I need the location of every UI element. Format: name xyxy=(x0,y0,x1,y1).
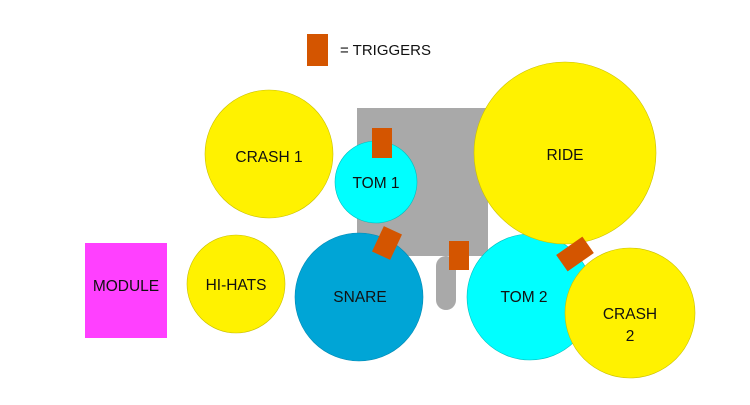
tom1-label: TOM 1 xyxy=(352,175,399,192)
drum-module: MODULE xyxy=(85,243,167,338)
hihats-label: HI-HATS xyxy=(206,277,267,294)
module-label: MODULE xyxy=(93,278,159,295)
crash1-label: CRASH 1 xyxy=(235,149,302,166)
tom2: TOM 2 xyxy=(449,233,594,361)
crash1: CRASH 1 xyxy=(204,89,334,219)
snare-trigger xyxy=(372,226,402,260)
crash2-label-line2: 2 xyxy=(626,328,635,345)
hihats: HI-HATS xyxy=(186,234,286,334)
snare: SNARE xyxy=(294,226,424,362)
ride-cymbal xyxy=(473,61,657,245)
tom1-trigger xyxy=(372,128,392,158)
tom2-trigger xyxy=(449,241,469,270)
snare-drum xyxy=(294,232,424,362)
legend: = TRIGGERS xyxy=(307,34,431,66)
ride: RIDE xyxy=(473,61,657,245)
crash2-trigger xyxy=(556,236,594,272)
hihats-cymbal xyxy=(186,234,286,334)
legend-label: = TRIGGERS xyxy=(340,42,431,59)
ride-label: RIDE xyxy=(546,147,583,164)
crash2-cymbal xyxy=(564,247,696,379)
module-box xyxy=(85,243,167,338)
snare-label: SNARE xyxy=(333,289,386,306)
tom2-label: TOM 2 xyxy=(500,289,547,306)
crash1-cymbal xyxy=(204,89,334,219)
legend-trigger-swatch xyxy=(307,34,328,66)
tom1: TOM 1 xyxy=(334,128,418,224)
crash2-label-line1: CRASH xyxy=(603,306,657,323)
crash2: CRASH 2 xyxy=(556,236,696,379)
